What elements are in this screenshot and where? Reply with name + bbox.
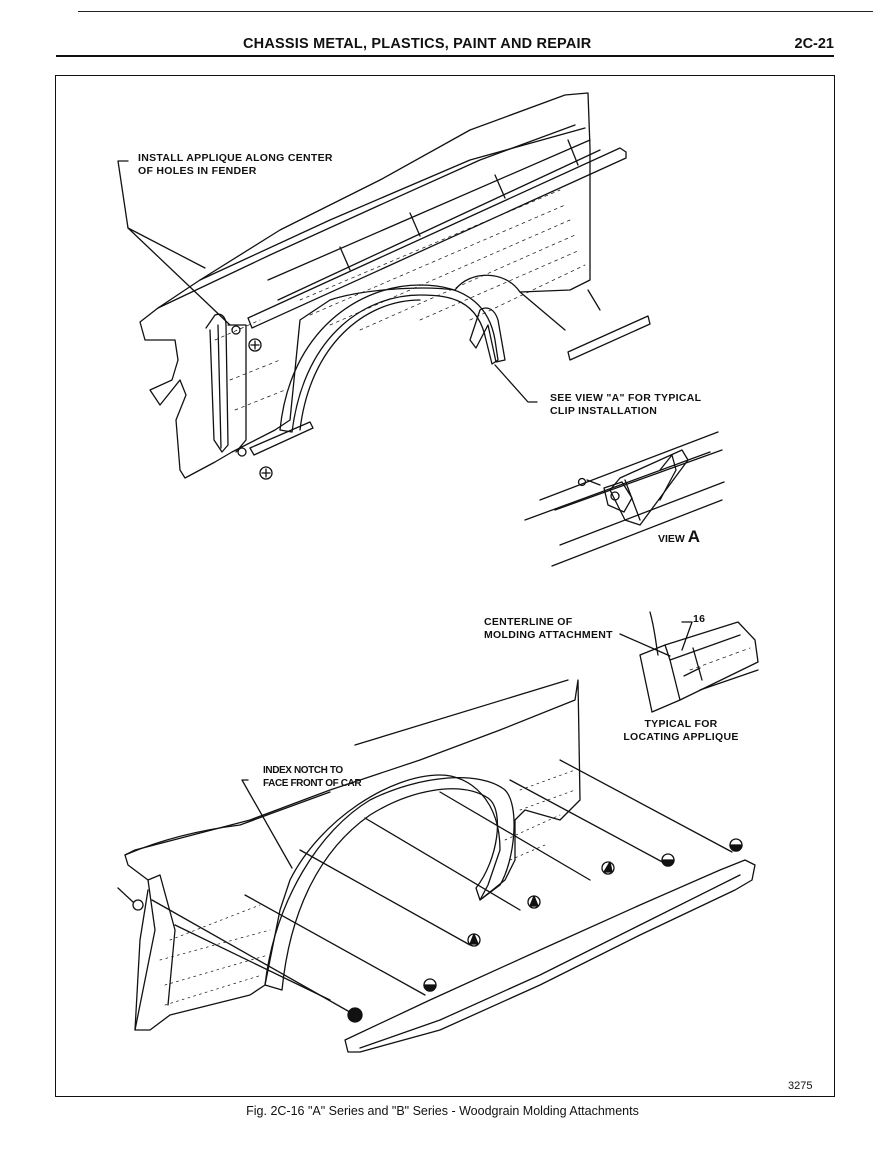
view-a-leader <box>494 364 538 403</box>
install-applique-leader <box>117 160 206 269</box>
locating-detail <box>619 611 759 713</box>
install-applique-callout: INSTALL APPLIQUE ALONG CENTER OF HOLES I… <box>138 152 333 177</box>
index-notch-callout: INDEX NOTCH TO FACE FRONT OF CAR <box>263 765 362 789</box>
figure-frame <box>55 75 835 1097</box>
top-rule <box>78 11 873 12</box>
upper-fender-drawing <box>139 92 651 480</box>
dimension-label: 16 <box>693 613 706 625</box>
header-rule <box>56 55 834 57</box>
view-a-detail <box>524 431 725 567</box>
typical-locating-callout: TYPICAL FOR LOCATING APPLIQUE <box>623 718 739 743</box>
figure-caption: Fig. 2C-16 "A" Series and "B" Series - W… <box>246 1104 639 1118</box>
view-word: VIEW <box>658 533 685 545</box>
view-letter: A <box>687 527 701 546</box>
view-a-label: VIEW A <box>658 527 700 547</box>
page-number: 2C-21 <box>794 36 835 52</box>
see-view-a-callout: SEE VIEW "A" FOR TYPICAL CLIP INSTALLATI… <box>550 392 702 417</box>
section-title: CHASSIS METAL, PLASTICS, PAINT AND REPAI… <box>243 36 592 52</box>
centerline-callout: CENTERLINE OF MOLDING ATTACHMENT <box>484 616 613 641</box>
lower-quarter-drawing <box>117 679 756 1053</box>
page-header: CHASSIS METAL, PLASTICS, PAINT AND REPAI… <box>56 36 834 56</box>
figure-number: 3275 <box>788 1080 813 1092</box>
